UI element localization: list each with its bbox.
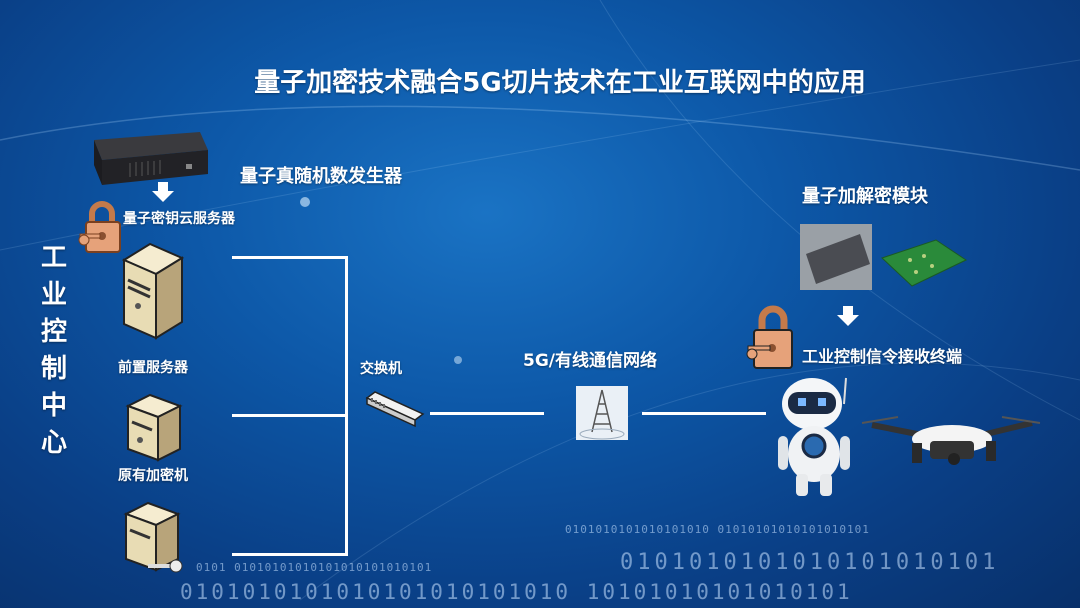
- connector-line: [430, 412, 544, 415]
- connector-line: [232, 553, 348, 556]
- front-server-icon: [121, 242, 185, 340]
- key-cloud-label: 量子密钥云服务器: [123, 211, 235, 227]
- connector-line: [345, 256, 348, 556]
- arrow-down-icon: [152, 182, 174, 202]
- key-server-icon: [123, 501, 183, 573]
- binary-row: 0101010101010101010101: [620, 550, 1000, 575]
- binary-row: 0101010101010101010 01010101010101010101: [565, 523, 870, 536]
- qrng-device-icon: [94, 132, 208, 185]
- cell-tower-icon: [576, 386, 628, 440]
- robot-icon: [778, 377, 850, 496]
- qrng-label: 量子真随机数发生器: [240, 166, 402, 187]
- circuit-board-image: [881, 239, 968, 287]
- front-server-label: 前置服务器: [118, 360, 188, 376]
- connector-line: [642, 412, 766, 415]
- connector-line: [232, 256, 348, 259]
- terminal-label: 工业控制信令接收终端: [802, 347, 963, 366]
- switch-icon: [365, 391, 425, 428]
- binary-row: 0101 01010101010101010101010101: [196, 561, 433, 574]
- connector-line: [232, 414, 348, 417]
- crypto-module-device-image: [800, 224, 872, 290]
- crypto-module-label: 量子加解密模块: [802, 186, 928, 207]
- legacy-encryptor-label: 原有加密机: [118, 468, 188, 484]
- padlock-key-icon: [746, 305, 793, 369]
- binary-row: 0101010101010101010101010 10101010101010…: [180, 580, 853, 604]
- arrow-down-icon: [837, 306, 859, 326]
- switch-label: 交换机: [360, 361, 402, 377]
- legacy-encryptor-icon: [125, 393, 183, 462]
- padlock-key-icon: [78, 201, 121, 253]
- control-center-label: 工业控制中心: [40, 243, 67, 458]
- network-label: 5G/有线通信网络: [523, 351, 657, 371]
- drone-icon: [862, 416, 1041, 465]
- page-title: 量子加密技术融合5G切片技术在工业互联网中的应用: [254, 68, 866, 98]
